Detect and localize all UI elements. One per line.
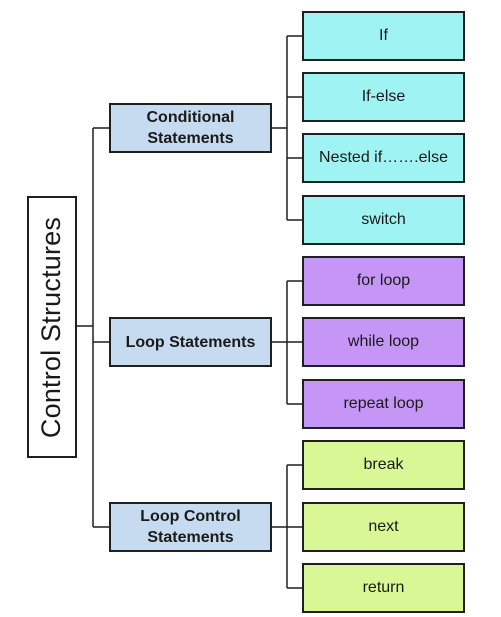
leaf-label: while loop bbox=[347, 333, 420, 350]
leaf-nested-if-else: Nested if…….else bbox=[302, 133, 465, 183]
root-node: Control Structures bbox=[27, 196, 77, 458]
leaf-while-loop: while loop bbox=[302, 317, 465, 367]
leaf-switch: switch bbox=[302, 195, 465, 245]
leaf-if-else: If-else bbox=[302, 72, 465, 122]
leaf-label: break bbox=[363, 456, 404, 473]
category-loop-control-statements: Loop Control Statements bbox=[109, 502, 272, 552]
leaf-label: repeat loop bbox=[343, 395, 424, 412]
leaf-next: next bbox=[302, 502, 465, 552]
category-label: Loop Statements bbox=[125, 333, 256, 351]
leaf-label: switch bbox=[361, 211, 406, 228]
leaf-label: Nested if…….else bbox=[319, 149, 448, 166]
root-label: Control Structures bbox=[36, 216, 67, 438]
leaf-label: If-else bbox=[361, 88, 406, 105]
leaf-label: return bbox=[362, 579, 405, 596]
category-conditional-statements: Conditional Statements bbox=[109, 103, 272, 153]
leaf-if: If bbox=[302, 11, 465, 61]
leaf-label: next bbox=[368, 518, 399, 535]
leaf-break: break bbox=[302, 440, 465, 490]
leaf-label: If bbox=[379, 27, 388, 44]
leaf-label: for loop bbox=[356, 272, 411, 289]
leaf-return: return bbox=[302, 563, 465, 613]
category-label: Loop Control Statements bbox=[140, 508, 241, 546]
category-loop-statements: Loop Statements bbox=[109, 317, 272, 367]
leaf-repeat-loop: repeat loop bbox=[302, 379, 465, 429]
leaf-for-loop: for loop bbox=[302, 256, 465, 306]
category-label: Conditional Statements bbox=[146, 109, 235, 147]
